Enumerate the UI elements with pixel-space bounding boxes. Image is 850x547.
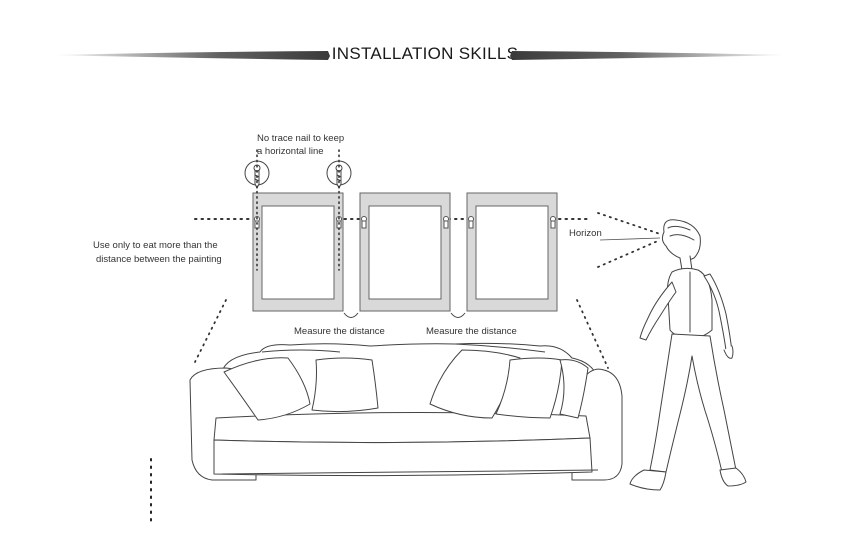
- measure-label-1: Measure the distance: [294, 326, 385, 337]
- perspective-line: [576, 299, 609, 369]
- title-banner-left: [50, 51, 330, 60]
- measure-arc: [343, 312, 359, 318]
- nail-icon: [244, 160, 352, 190]
- measure-label-2: Measure the distance: [426, 326, 517, 337]
- nail-caption-line2: a horizontal line: [257, 146, 324, 157]
- perspective-line: [194, 299, 227, 363]
- sight-line: [597, 239, 661, 268]
- nail-caption-line1: No trace nail to keep: [257, 133, 344, 144]
- frame-1: [252, 192, 344, 312]
- horizon-label: Horizon: [569, 228, 602, 239]
- frame-2: [359, 192, 451, 312]
- horizon-line: [599, 237, 661, 241]
- measure-arc: [450, 312, 466, 318]
- title-banner-right: [510, 51, 790, 60]
- sofa-illustration: [189, 342, 623, 481]
- person-illustration: [629, 219, 747, 491]
- spacing-caption-line2: distance between the painting: [96, 254, 222, 265]
- spacing-caption-line1: Use only to eat more than the: [93, 240, 218, 251]
- frame-3: [466, 192, 558, 312]
- page-title: INSTALLATION SKILLS: [331, 44, 519, 63]
- sight-line: [597, 212, 661, 235]
